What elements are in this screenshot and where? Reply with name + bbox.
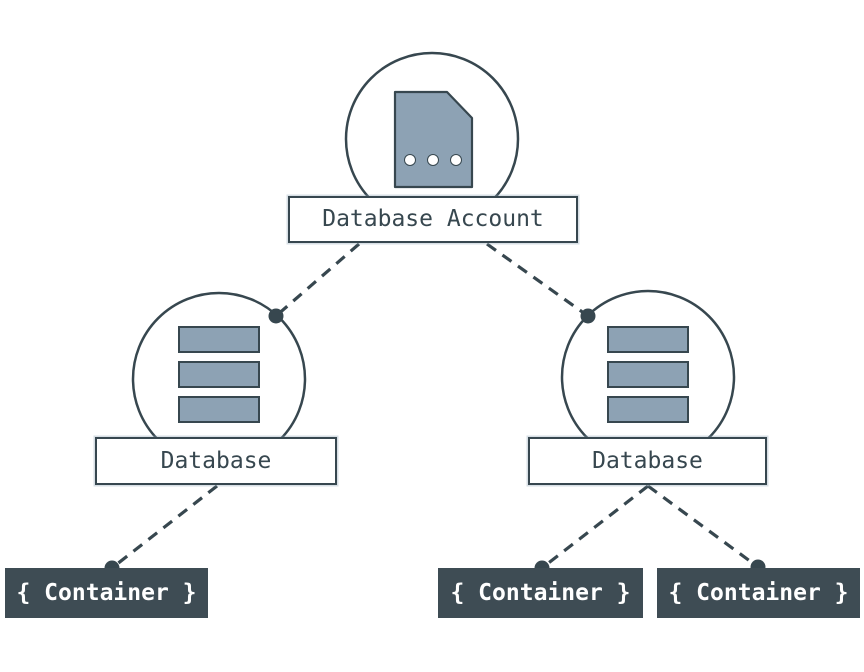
container-node-left: { Container }: [5, 568, 208, 618]
db-stack-icon-left: [178, 326, 260, 423]
container-node-middle: { Container }: [438, 568, 643, 618]
db-stack-icon-right: [607, 326, 689, 423]
edge-endpoint-dot: [580, 308, 596, 324]
edge-database-right-to-container-mid: [541, 484, 649, 570]
edge-endpoint-dot: [268, 308, 284, 324]
edge-database-left-to-container: [111, 484, 218, 570]
container-node-right: { Container }: [657, 568, 860, 618]
node-label-database-left: Database: [95, 437, 337, 485]
node-label-database-right: Database: [528, 437, 767, 485]
node-label-database-account: Database Account: [288, 196, 578, 243]
document-icon: [393, 90, 474, 189]
edge-database-right-to-container-right: [647, 484, 759, 569]
edge-account-to-database-right: [486, 242, 589, 318]
edge-account-to-database-left: [274, 242, 361, 318]
